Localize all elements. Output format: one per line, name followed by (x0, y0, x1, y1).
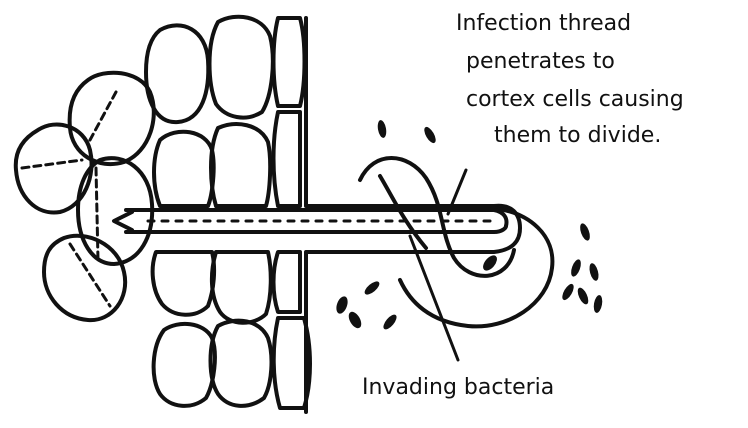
epidermal-cell (274, 112, 301, 206)
infection-thread-arrow (114, 212, 132, 230)
root-hair-wall (306, 18, 520, 412)
bacterium (576, 286, 591, 306)
label-infection-line-1: Infection thread (456, 11, 631, 36)
bacterium (592, 294, 603, 313)
bacterium (422, 125, 438, 145)
cortex-cell (211, 321, 272, 406)
label-infection-line-2: penetrates to (466, 49, 615, 74)
dividing-cell (146, 25, 208, 122)
bacterium (363, 279, 382, 297)
label-invading-bacteria: Invading bacteria (362, 375, 554, 400)
dividing-cortex-cells (16, 25, 209, 320)
bacterium (376, 119, 387, 138)
bacterium (334, 295, 350, 315)
bacterium (346, 310, 364, 331)
bacterium (588, 262, 600, 281)
root-hair (306, 18, 552, 412)
bacterium (578, 222, 592, 242)
cortex-cell (211, 124, 270, 206)
cortex-cell (212, 252, 271, 323)
epidermal-cell (274, 18, 305, 106)
cortex-cell (153, 252, 214, 315)
bacterium (569, 258, 583, 278)
cortex-cell (210, 17, 273, 118)
infection-thread-lower-wall (126, 226, 506, 232)
cortex-cell (154, 324, 215, 406)
epidermal-cell (274, 252, 301, 312)
dividing-cell (44, 236, 125, 320)
label-infection-line-4: them to divide. (494, 123, 661, 148)
label-infection-line-3: cortex cells causing (466, 87, 684, 112)
bacterium (381, 313, 399, 332)
cortex-cell (154, 132, 214, 206)
bacterium (560, 282, 576, 302)
bacteria-cluster (334, 119, 603, 331)
bacterium (480, 253, 499, 273)
dividing-cell (70, 73, 154, 164)
